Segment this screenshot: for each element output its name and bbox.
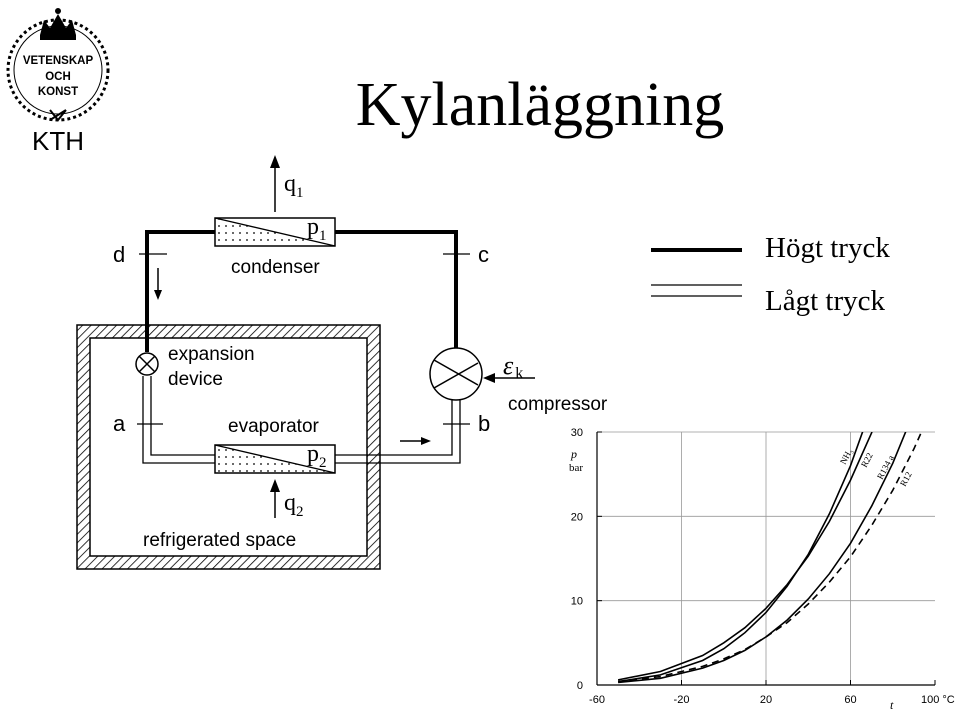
compressor-icon xyxy=(429,347,483,401)
x-tick-label-1: -20 xyxy=(674,694,690,706)
y-tick-label-3: 30 xyxy=(571,427,583,439)
y-tick-label-0: 0 xyxy=(577,680,583,692)
point-d-label: d xyxy=(113,242,125,267)
y-axis-unit: bar xyxy=(569,462,583,474)
high-pressure-line xyxy=(145,230,458,352)
logo-line-2: OCH xyxy=(45,71,71,83)
series-nh3 xyxy=(617,432,864,683)
evaporator xyxy=(214,444,336,474)
chart-grid xyxy=(597,431,935,685)
q1-label: q1 xyxy=(284,171,304,201)
state-point-ticks xyxy=(137,253,470,425)
x-tick-label-3: 60 xyxy=(844,694,856,706)
expansion-label-1: expansion xyxy=(168,344,255,365)
q2-label: q2 xyxy=(284,490,304,520)
chart-axes xyxy=(596,431,936,686)
legend: Högt tryck Lågt tryck xyxy=(651,232,890,317)
series-r22 xyxy=(617,432,873,681)
point-c-label: c xyxy=(478,242,489,267)
legend-low-label: Lågt tryck xyxy=(765,285,885,317)
page-title: Kylanläggning xyxy=(356,71,725,139)
series-label-r12: R12 xyxy=(898,470,914,488)
refrigerated-space-label: refrigerated space xyxy=(143,530,296,551)
y-axis-label: p xyxy=(570,447,577,461)
x-tick-label-4: 100 °C xyxy=(921,694,955,706)
low-pressure-line-outer xyxy=(142,376,461,464)
expansion-label-2: device xyxy=(168,369,223,390)
condenser xyxy=(214,217,336,247)
compressor-label: compressor xyxy=(508,394,608,415)
low-pressure-line-inner xyxy=(150,376,453,456)
legend-high-label: Högt tryck xyxy=(765,232,890,264)
point-a-label: a xyxy=(113,411,126,436)
logo-line-1: VETENSKAP xyxy=(23,55,94,67)
series-r134a xyxy=(618,432,907,684)
work-arrow-icon xyxy=(483,373,535,383)
series-label-r134a: R134 a xyxy=(875,454,896,481)
refrigeration-diagram: d a c b q1 p1 p2 q2 condenser evaporator… xyxy=(76,155,608,570)
x-tick-label-2: 20 xyxy=(760,694,772,706)
evaporator-label: evaporator xyxy=(228,416,320,437)
y-tick-label-2: 20 xyxy=(571,511,583,523)
q1-arrow-icon xyxy=(270,155,280,212)
x-axis-label: t xyxy=(890,698,894,711)
expansion-valve-icon xyxy=(135,352,159,376)
x-tick-label-0: -60 xyxy=(589,694,605,706)
chart-series xyxy=(617,432,923,684)
series-r12 xyxy=(618,432,923,683)
kth-logo: VETENSKAP OCH KONST KTH xyxy=(6,8,110,156)
refrigerated-space-wall xyxy=(76,324,381,570)
y-tick-label-1: 10 xyxy=(571,596,583,608)
point-b-label: b xyxy=(478,411,490,436)
logo-line-3: KONST xyxy=(38,86,78,98)
crown-icon xyxy=(40,8,76,40)
logo-brand: KTH xyxy=(32,126,84,156)
condenser-label: condenser xyxy=(231,257,320,278)
flow-down-arrow-icon xyxy=(154,268,162,300)
p1-label: p1 xyxy=(307,214,327,244)
q2-arrow-icon xyxy=(270,479,280,518)
flow-right-arrow-icon xyxy=(400,437,431,445)
p2-label: p2 xyxy=(307,441,327,471)
series-label-r22: R22 xyxy=(859,451,875,469)
